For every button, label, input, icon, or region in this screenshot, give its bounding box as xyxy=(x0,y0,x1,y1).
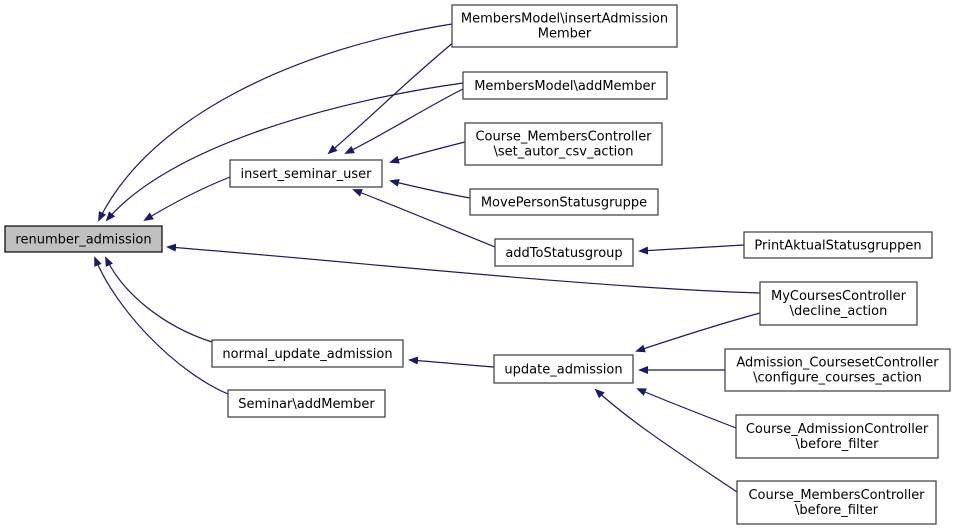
node-course-memberscontroller-before-filter[interactable]: Course_MembersController\before_filter xyxy=(736,480,937,525)
edge-insert-seminar-user--renumber-admission xyxy=(143,176,231,222)
node-label-line: renumber_admission xyxy=(15,233,151,248)
node-label-line: MembersModel\addMember xyxy=(474,79,656,94)
edge-printaktualstatusgruppen--addtostatusgroup xyxy=(638,244,745,255)
edge-membersmodel-addmember--renumber-admission xyxy=(105,82,464,222)
edge-course-admissioncontroller-before-filter--update-admission xyxy=(636,388,737,429)
edge-mycoursescontroller-decline-action--update-admission xyxy=(635,312,761,353)
node-label-line: Member xyxy=(538,27,592,42)
node-printaktualstatusgruppen[interactable]: PrintAktualStatusgruppen xyxy=(743,231,933,259)
node-label-line: Seminar\addMember xyxy=(238,397,375,412)
node-label-line: update_admission xyxy=(504,363,622,378)
edge-membersmodel-insertadmissionmember--renumber-admission xyxy=(98,23,453,222)
node-label-line: \decline_action xyxy=(790,304,888,319)
node-label-line: \before_filter xyxy=(796,437,880,452)
node-insert-seminar-user[interactable]: insert_seminar_user xyxy=(229,159,383,188)
node-label-line: MyCoursesController xyxy=(771,289,907,304)
node-label-line: addToStatusgroup xyxy=(505,246,622,261)
edge-membersmodel-addmember--insert-seminar-user xyxy=(344,88,464,154)
node-label-line: \configure_courses_action xyxy=(753,371,922,386)
node-update-admission[interactable]: update_admission xyxy=(493,354,634,384)
node-label-line: MovePersonStatusgruppe xyxy=(481,196,647,211)
edge-mycoursescontroller-decline-action--renumber-admission xyxy=(166,243,761,294)
node-label-line: Course_MembersController xyxy=(748,488,925,503)
edge-movepersonstatusgruppe--insert-seminar-user xyxy=(389,178,471,199)
node-course-memberscontroller-set-autor-csv-action[interactable]: Course_MembersController\set_autor_csv_a… xyxy=(464,122,663,166)
node-admission-coursesetcontroller-configure-courses-action[interactable]: Admission_CoursesetController\configure_… xyxy=(724,348,951,392)
node-membersmodel-addmember[interactable]: MembersModel\addMember xyxy=(462,71,668,100)
node-label-line: Course_AdmissionController xyxy=(746,422,929,437)
node-label-line: Course_MembersController xyxy=(475,130,652,145)
node-label-line: insert_seminar_user xyxy=(240,167,372,182)
node-label-line: normal_update_admission xyxy=(222,347,392,362)
edge-update-admission--normal-update-admission xyxy=(408,356,495,368)
edge-course-memberscontroller-before-filter--update-admission xyxy=(594,388,738,493)
edge-course-memberscontroller-set-autor-csv-action--insert-seminar-user xyxy=(389,141,466,164)
node-course-admissioncontroller-before-filter[interactable]: Course_AdmissionController\before_filter xyxy=(735,414,939,459)
node-mycoursescontroller-decline-action[interactable]: MyCoursesController\decline_action xyxy=(759,281,918,326)
edge-addtostatusgroup--insert-seminar-user xyxy=(352,189,496,248)
node-addtostatusgroup[interactable]: addToStatusgroup xyxy=(494,238,634,267)
node-label-line: PrintAktualStatusgruppen xyxy=(754,239,921,254)
edge-seminar-addmember--renumber-admission xyxy=(94,256,229,395)
node-label-line: \before_filter xyxy=(795,503,879,518)
node-renumber-admission[interactable]: renumber_admission xyxy=(4,225,163,253)
node-movepersonstatusgruppe[interactable]: MovePersonStatusgruppe xyxy=(469,188,659,216)
node-label-line: \set_autor_csv_action xyxy=(494,145,634,160)
node-seminar-addmember[interactable]: Seminar\addMember xyxy=(227,389,386,418)
edge-membersmodel-insertadmissionmember--insert-seminar-user xyxy=(327,41,455,155)
edge-normal-update-admission--renumber-admission xyxy=(105,256,213,343)
node-label-line: Admission_CoursesetController xyxy=(736,356,939,371)
node-normal-update-admission[interactable]: normal_update_admission xyxy=(211,339,404,368)
node-label-line: MembersModel\insertAdmission xyxy=(461,12,668,27)
